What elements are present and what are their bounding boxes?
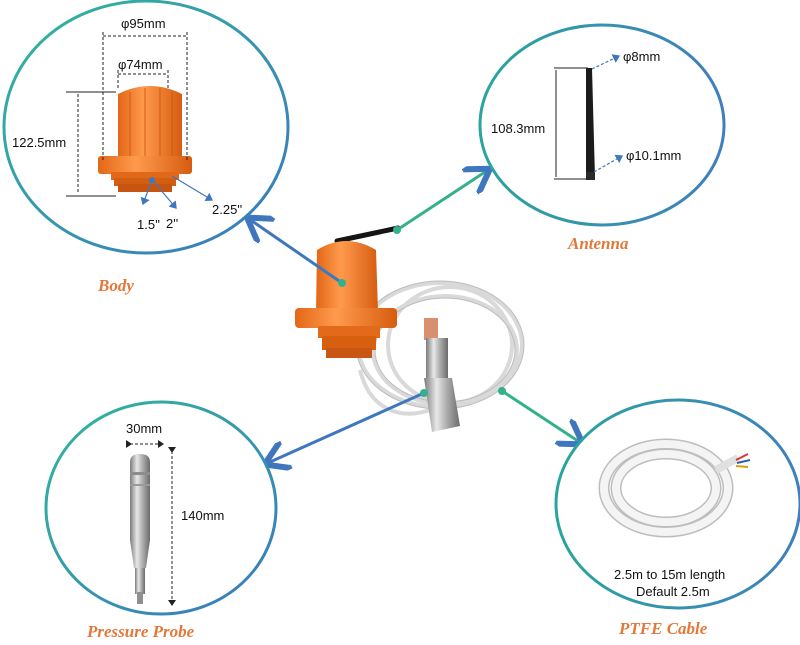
- antenna-detail: φ8mm 108.3mm φ10.1mm: [478, 23, 726, 227]
- probe-length: 140mm: [181, 508, 224, 523]
- body-thread-large: 2.25'': [212, 202, 242, 217]
- caption-cable: PTFE Cable: [618, 619, 708, 638]
- antenna-tip-diameter: φ8mm: [623, 49, 660, 64]
- caption-antenna: Antenna: [567, 234, 629, 253]
- body-illustration: [98, 86, 192, 192]
- antenna-length: 108.3mm: [491, 121, 545, 136]
- probe-width: 30mm: [126, 421, 162, 436]
- cable-illustration: [598, 438, 751, 538]
- probe-detail: 30mm 140mm: [44, 400, 278, 616]
- center-antenna: [334, 225, 401, 244]
- antenna-base-diameter: φ10.1mm: [626, 148, 681, 163]
- caption-body: Body: [97, 276, 134, 295]
- arrow-to-antenna: [396, 172, 485, 232]
- cable-circle: [554, 398, 800, 610]
- arrow-to-body: [252, 221, 343, 285]
- body-dimension-lines: [66, 32, 188, 197]
- center-body: [295, 241, 397, 358]
- probe-illustration: [130, 454, 150, 604]
- cable-detail: 2.5m to 15m length Default 2.5m: [554, 398, 800, 610]
- arrow-to-probe: [270, 391, 425, 462]
- connectors: [252, 172, 578, 462]
- center-probe: [424, 318, 460, 432]
- body-height: 122.5mm: [12, 135, 66, 150]
- body-detail: φ95mm φ74mm 122.5mm 1.5'' 2'' 2.25'': [2, 0, 290, 255]
- body-thread-mid: 2'': [166, 216, 178, 231]
- cable-default-length: Default 2.5m: [636, 584, 710, 599]
- caption-probe: Pressure Probe: [86, 622, 195, 641]
- body-inner-diameter: φ74mm: [118, 57, 163, 72]
- body-thread-small: 1.5'': [137, 217, 160, 232]
- arrow-to-cable: [501, 389, 578, 441]
- antenna-illustration: [586, 68, 595, 180]
- antenna-circle: [478, 23, 726, 227]
- cable-length-range: 2.5m to 15m length: [614, 567, 725, 582]
- body-outer-diameter: φ95mm: [121, 16, 166, 31]
- probe-circle: [44, 400, 278, 616]
- center-product: [295, 225, 525, 432]
